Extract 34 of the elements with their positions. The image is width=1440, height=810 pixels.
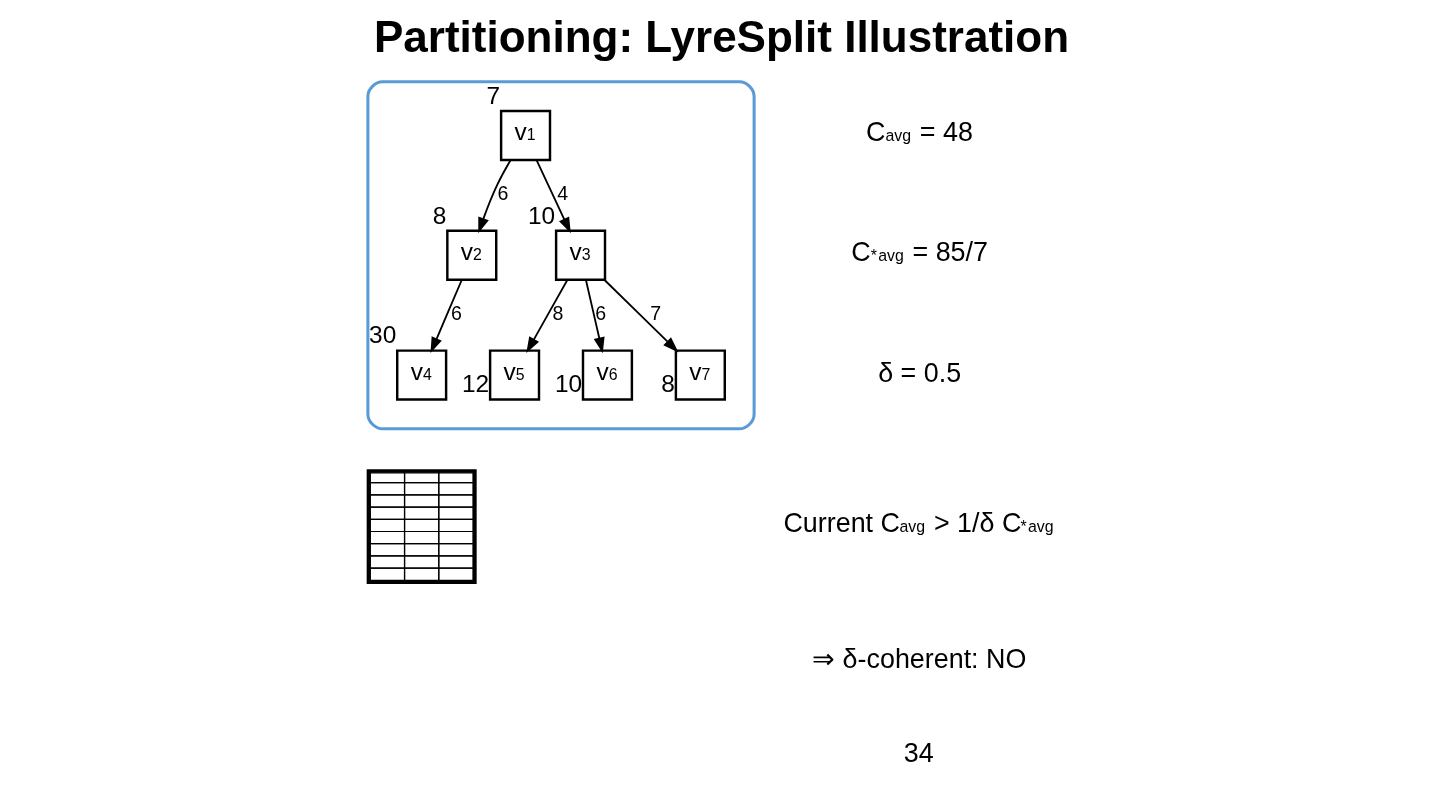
arrow [430,279,463,354]
edge-label: 6 [450,301,462,324]
arrow [525,279,568,353]
node-box: v2 [445,229,497,281]
label: 34 [903,738,934,769]
edge-label: 7 [649,301,661,324]
label: δ = 0.5 [877,357,961,388]
node-box: v6 [581,349,633,401]
node-label: 10 [527,201,555,229]
arrow [603,279,678,353]
label: C*avg = 85/7 [850,236,988,267]
node-label: 30 [368,321,396,349]
edge-label: 8 [551,301,563,324]
label: Current Cavg > 1/δ C*avg [782,508,1053,539]
label: ⇒ δ-coherent: NO [811,643,1026,674]
edge-label: 6 [496,182,508,205]
label: Cavg = 48 [865,117,973,148]
diagram-title: Partitioning: LyreSplit Illustration [373,12,1069,62]
node-box: v7 [674,349,726,401]
node-label: 8 [660,370,675,398]
node-label: 12 [461,370,489,398]
cluster [365,80,756,431]
node-box: v1 [499,109,551,162]
node-label: 10 [554,370,582,398]
node-box: v3 [554,229,606,281]
arrow [477,159,512,234]
edge-label: 4 [556,182,568,205]
node-box: v4 [395,349,447,401]
edge-label: 6 [594,301,606,324]
node-label: 8 [432,201,446,229]
arrow [584,279,605,354]
arrow [535,159,571,234]
node-label: 7 [485,81,500,109]
node-box: v5 [488,349,540,401]
